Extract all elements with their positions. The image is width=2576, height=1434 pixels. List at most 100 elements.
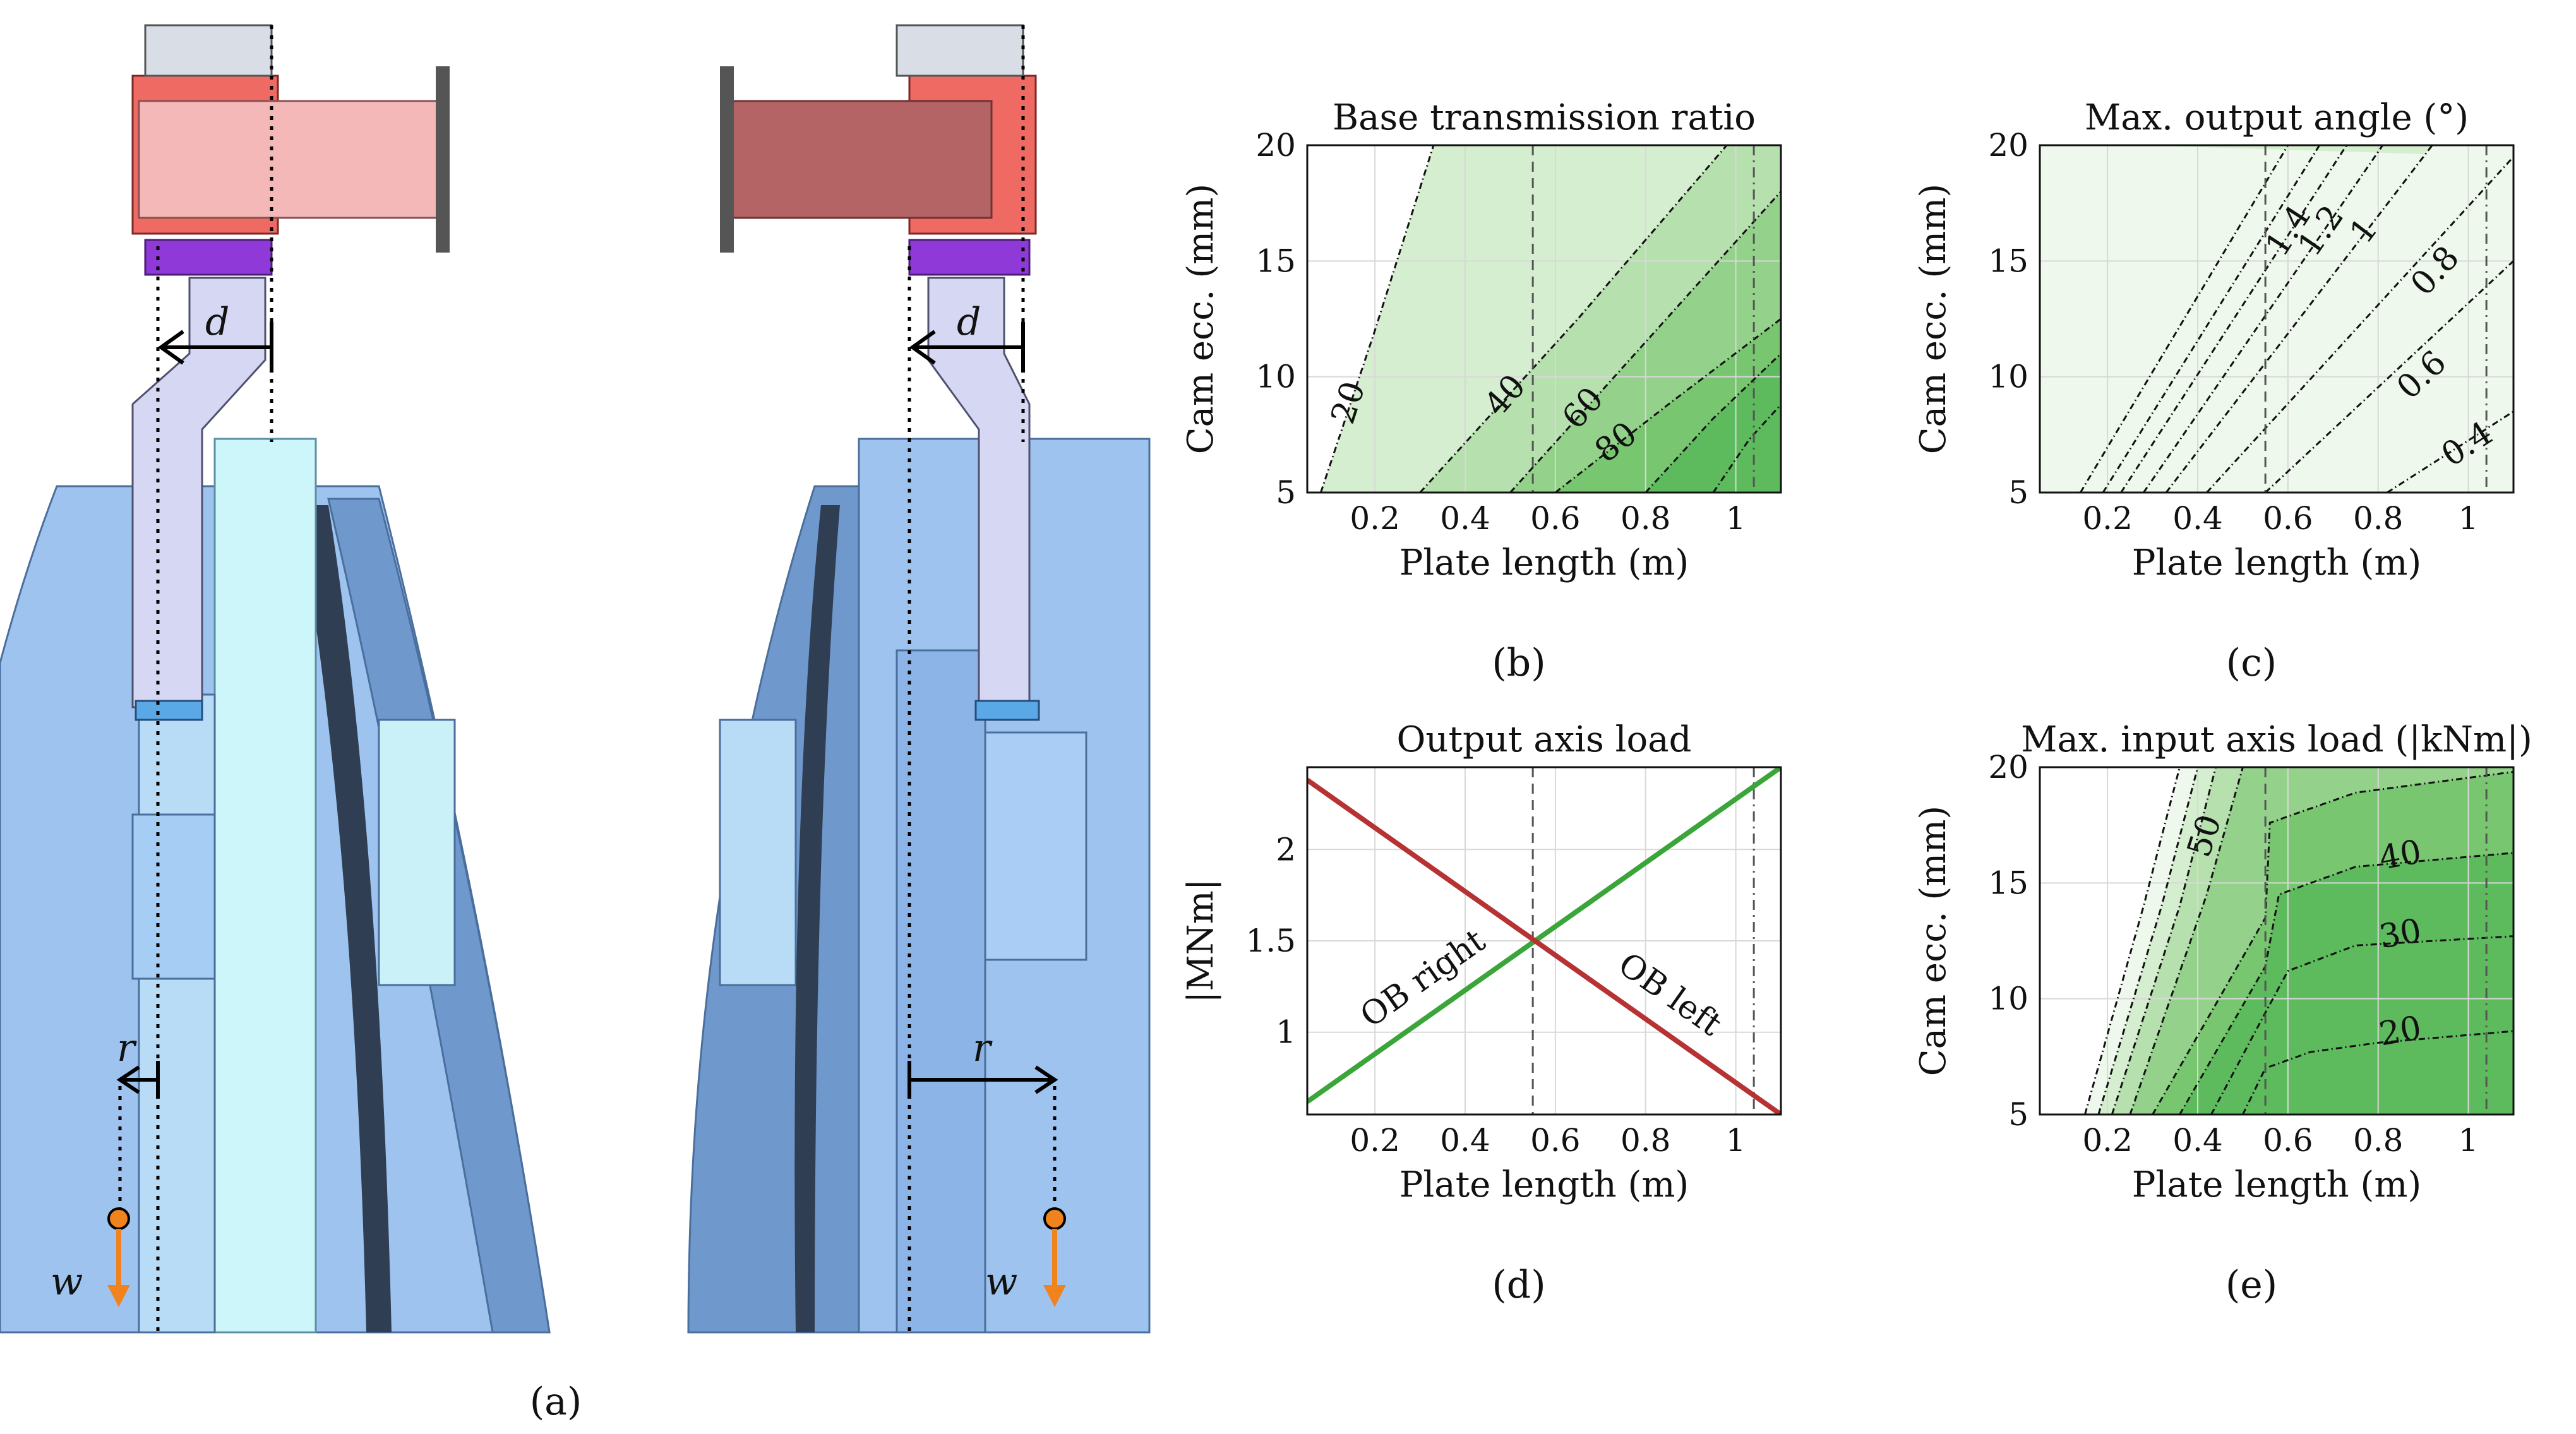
right-foot [974, 700, 1040, 721]
y-tick-label: 15 [1988, 242, 2028, 279]
plot-content [2040, 767, 2513, 1114]
left-foot [135, 700, 203, 721]
contour-line [2152, 770, 2513, 1114]
left-window-2 [378, 719, 456, 986]
contour-line [1320, 145, 1435, 493]
label-d-right: d [957, 300, 981, 344]
plot-content [1307, 767, 1781, 1114]
contour-line [1554, 318, 1781, 493]
x-tick-label: 0.4 [1440, 500, 1490, 537]
right-window-1 [896, 649, 986, 1334]
left-plate-end [436, 66, 450, 253]
y-tick-label: 20 [1255, 127, 1296, 164]
x-axis-label: Plate length (m) [1399, 1164, 1689, 1205]
left-window-1 [131, 813, 216, 980]
right-window-2 [984, 731, 1087, 961]
left-pink-plate [138, 100, 450, 219]
x-tick-label: 0.2 [2082, 500, 2133, 537]
x-tick-label: 0.4 [1440, 1122, 1490, 1159]
contour-line [2102, 145, 2321, 493]
y-tick-label: 1 [1276, 1014, 1296, 1051]
contour-line [2129, 767, 2244, 1114]
panel-label: (b) [1492, 641, 1545, 685]
x-axis-label: Plate length (m) [1399, 542, 1689, 583]
y-tick-label: 2 [1276, 831, 1296, 868]
chart-title: Base transmission ratio [1333, 97, 1756, 138]
y-tick-label: 5 [1276, 474, 1296, 511]
contour-region [1713, 404, 1781, 493]
x-tick-label: 0.2 [1350, 500, 1400, 537]
x-tick-label: 0.8 [1620, 500, 1671, 537]
contour-line [2179, 852, 2513, 1114]
chart-title: Max. input axis load (|kNm|) [2021, 719, 2532, 760]
series-line [1307, 777, 1781, 1114]
weight-right [1043, 1207, 1066, 1307]
y-axis-label: |MNm| [1180, 878, 1221, 1003]
contour-line [1644, 352, 1781, 493]
panel-label-a: (a) [530, 1380, 582, 1424]
plot-content [2040, 145, 2513, 493]
contour-region [2040, 145, 2513, 493]
x-tick-label: 0.4 [2172, 500, 2223, 537]
right-plate-end [720, 66, 734, 253]
dimension-r-left [116, 1061, 160, 1099]
right-window-3 [719, 719, 797, 986]
panel-label: (d) [1492, 1263, 1545, 1307]
plot-frame [2039, 766, 2515, 1116]
left-purple-base [144, 239, 273, 276]
x-tick-label: 0.8 [2353, 500, 2404, 537]
y-tick-label: 5 [2008, 474, 2028, 511]
plot-frame [2039, 144, 2515, 494]
label-r-left: r [117, 1026, 137, 1070]
x-tick-label: 0.2 [2082, 1122, 2133, 1159]
y-tick-label: 1.5 [1245, 923, 1296, 959]
y-axis-label: Cam ecc. (mm) [1913, 184, 1954, 455]
x-tick-label: 0.6 [1530, 1122, 1581, 1159]
y-tick-label: 15 [1255, 242, 1296, 279]
y-tick-label: 15 [1988, 864, 2028, 901]
contour-line [2143, 145, 2384, 493]
right-top-gear [896, 24, 1024, 77]
x-tick-label: 0.2 [1350, 1122, 1400, 1159]
x-tick-label: 1 [1726, 1122, 1746, 1159]
label-w-right: w [985, 1260, 1017, 1304]
y-tick-label: 5 [2008, 1096, 2028, 1133]
plot-frame [1306, 766, 1782, 1116]
contour-line [2097, 767, 2199, 1114]
y-tick-label: 10 [1988, 359, 2028, 395]
x-axis-label: Plate length (m) [2132, 542, 2422, 583]
y-tick-label: 10 [1988, 981, 2028, 1017]
contour-line [2242, 1030, 2513, 1114]
right-dark-gap [794, 505, 840, 1332]
y-tick-label: 20 [1988, 749, 2028, 786]
x-tick-label: 1 [2459, 500, 2479, 537]
x-axis-label: Plate length (m) [2132, 1164, 2422, 1205]
chart-title: Max. output angle (°) [2085, 97, 2469, 138]
weight-left [107, 1207, 130, 1307]
chart-title: Output axis load [1397, 719, 1692, 760]
contour-line [2387, 410, 2513, 493]
right-dark-plate [725, 100, 993, 219]
x-tick-label: 1 [2459, 1122, 2479, 1159]
dimension-d-left [157, 322, 273, 373]
label-r-right: r [973, 1026, 993, 1070]
left-dark-gap [297, 505, 392, 1332]
label-w-left: w [51, 1260, 83, 1304]
plot-frame [1306, 144, 1782, 494]
contour-line [1509, 191, 1781, 493]
panel-label: (c) [2226, 641, 2277, 685]
dimension-r-right [908, 1061, 1058, 1099]
contour-line [2210, 935, 2513, 1114]
reference-lines [118, 25, 1057, 1332]
contour-line [2083, 767, 2181, 1114]
dimension-d-right [909, 322, 1025, 373]
y-tick-label: 20 [1988, 127, 2028, 164]
series-line [1307, 767, 1781, 1104]
contour-label: 20 [2376, 1009, 2424, 1054]
left-cyan-slab [138, 693, 216, 1334]
